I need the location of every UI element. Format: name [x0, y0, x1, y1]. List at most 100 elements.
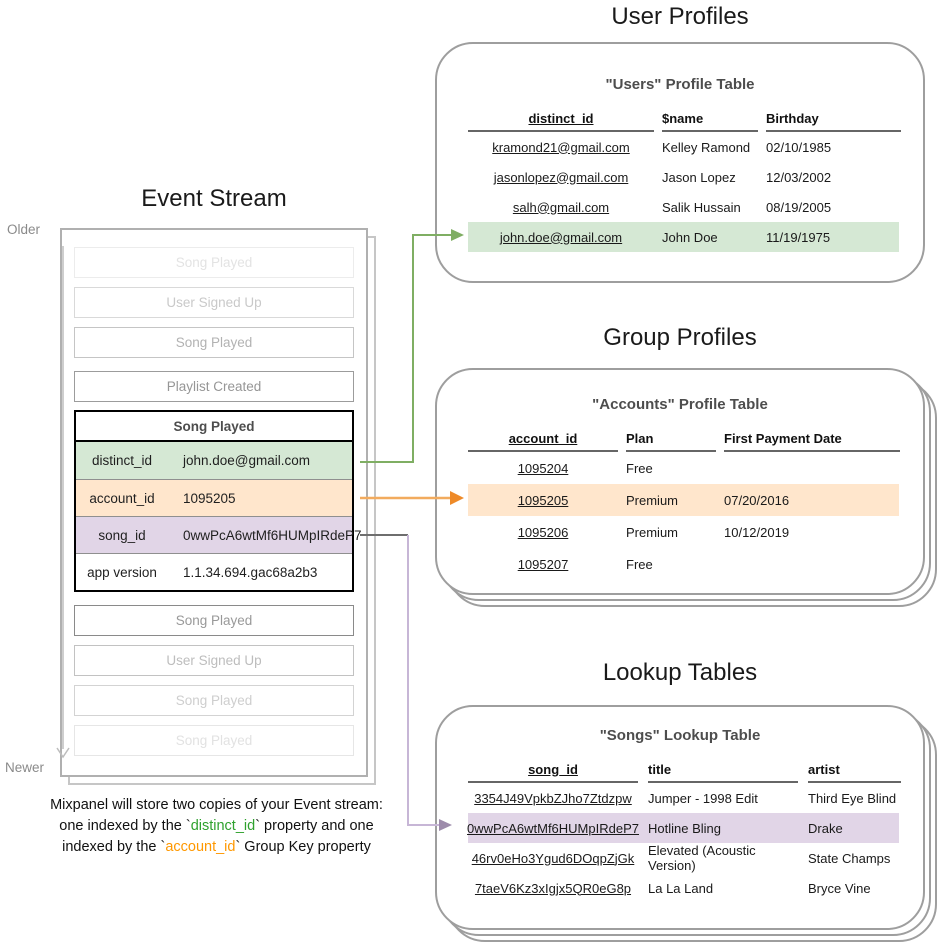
table-cell: 7taeV6Kz3xIgjx5QR0eG8p: [474, 880, 632, 896]
table-cell: 11/19/1975: [766, 229, 831, 245]
property-row-app-version: app version 1.1.34.694.gac68a2b3: [76, 553, 352, 590]
table-row-highlighted: 0wwPcA6wtMf6HUMpIRdeP7 Hotline Bling Dra…: [467, 813, 899, 843]
caption-account-id-key: account_id: [165, 839, 236, 855]
table-cell: Free: [626, 556, 653, 572]
event-stream-title: Event Stream: [141, 185, 287, 212]
table-cell: 07/20/2016: [724, 492, 790, 508]
table-row: 1095207 Free: [468, 548, 899, 580]
user-profiles-title: User Profiles: [611, 3, 749, 30]
event-box: User Signed Up: [74, 645, 354, 676]
property-key: song_id: [98, 527, 146, 543]
table-cell: john.doe@gmail.com: [499, 229, 623, 245]
caption-line-2: one indexed by the `distinct_id` propert…: [59, 818, 374, 834]
table-cell: 1095205: [517, 492, 569, 508]
accounts-table: account_id Plan First Payment Date 10952…: [468, 426, 900, 580]
table-cell: Free: [626, 460, 653, 476]
table-row: jasonlopez@gmail.com Jason Lopez 12/03/2…: [468, 162, 899, 192]
table-cell: 02/10/1985: [766, 139, 832, 155]
property-value: 1095205: [183, 490, 236, 506]
table-cell: Jason Lopez: [662, 169, 736, 185]
table-cell: 08/19/2005: [766, 199, 832, 215]
event-box: Song Played: [74, 327, 354, 358]
accounts-table-title: "Accounts" Profile Table: [592, 396, 768, 413]
event-box: Song Played: [74, 605, 354, 636]
caption-line-3: indexed by the `account_id` Group Key pr…: [62, 839, 371, 855]
songs-table: song_id title artist 3354J49VpkbZJho7Ztd…: [467, 757, 901, 903]
lookup-tables-title: Lookup Tables: [602, 659, 758, 686]
focused-event-table: Song Played distinct_id john.doe@gmail.c…: [74, 410, 362, 592]
table-cell: Drake: [808, 820, 843, 836]
event-box: User Signed Up: [74, 287, 354, 318]
table-row: 1095204 Free: [468, 452, 899, 484]
table-cell: Premium: [626, 492, 679, 508]
table-cell: 1095204: [517, 460, 569, 476]
table-row: 7taeV6Kz3xIgjx5QR0eG8p La La Land Bryce …: [468, 873, 899, 903]
table-header-row: account_id Plan First Payment Date: [468, 426, 900, 452]
users-card-panel: "Users" Profile Table distinct_id $name …: [435, 42, 925, 283]
table-row: 3354J49VpkbZJho7Ztdzpw Jumper - 1998 Edi…: [468, 783, 899, 813]
event-stream-container: Song Played User Signed Up Song Played P…: [60, 228, 376, 785]
table-cell: Jumper - 1998 Edit: [648, 790, 758, 806]
event-box: Song Played: [74, 725, 354, 756]
caption-line-1: Mixpanel will store two copies of your E…: [50, 797, 383, 813]
table-cell: 0wwPcA6wtMf6HUMpIRdeP7: [467, 820, 639, 836]
songs-lookup-card: "Songs" Lookup Table song_id title artis…: [435, 705, 937, 942]
column-header: title: [648, 757, 798, 783]
column-header: $name: [662, 106, 758, 132]
table-cell: Hotline Bling: [648, 820, 721, 836]
event-box: Song Played: [74, 685, 354, 716]
property-value: 1.1.34.694.gac68a2b3: [183, 564, 318, 580]
table-cell: 3354J49VpkbZJho7Ztdzpw: [474, 790, 632, 806]
property-value: john.doe@gmail.com: [183, 453, 311, 468]
group-profiles-title: Group Profiles: [603, 324, 757, 351]
table-cell: Elevated (Acoustic Version): [648, 843, 756, 873]
property-row-distinct-id: distinct_id john.doe@gmail.com: [76, 442, 352, 479]
table-cell: La La Land: [648, 880, 714, 896]
property-row-account-id: account_id 1095205: [76, 479, 352, 516]
accounts-profile-card: "Accounts" Profile Table account_id Plan…: [435, 368, 937, 607]
property-value: 0wwPcA6wtMf6HUMpIRdeP7: [183, 527, 362, 543]
newer-label: Newer: [5, 760, 45, 775]
table-row: 46rv0eHo3Ygud6DOqpZjGk Elevated (Acousti…: [468, 843, 899, 873]
table-cell: 46rv0eHo3Ygud6DOqpZjGk: [471, 850, 635, 866]
table-row: salh@gmail.com Salik Hussain 08/19/2005: [468, 192, 899, 222]
table-header-row: distinct_id $name Birthday: [468, 106, 901, 132]
table-cell: Premium: [626, 524, 679, 540]
users-table: distinct_id $name Birthday kramond21@gma…: [468, 106, 901, 252]
table-cell: 12/03/2002: [766, 169, 832, 185]
focused-event-title: Song Played: [76, 412, 352, 442]
table-cell: 1095206: [517, 524, 569, 540]
property-key: distinct_id: [91, 453, 153, 468]
users-table-title: "Users" Profile Table: [605, 76, 755, 93]
column-header: song_id: [468, 757, 638, 783]
column-header: Birthday: [766, 106, 901, 132]
table-cell: kramond21@gmail.com: [492, 139, 630, 155]
property-row-song-id: song_id 0wwPcA6wtMf6HUMpIRdeP7: [76, 516, 362, 553]
older-label: Older: [7, 222, 41, 237]
songs-card-panel: "Songs" Lookup Table song_id title artis…: [435, 705, 925, 930]
table-cell: 10/12/2019: [724, 524, 790, 540]
column-header: distinct_id: [468, 106, 654, 132]
table-cell: salh@gmail.com: [512, 199, 610, 215]
column-header: account_id: [468, 426, 618, 452]
songs-table-title: "Songs" Lookup Table: [599, 727, 761, 744]
caption: Mixpanel will store two copies of your E…: [0, 795, 433, 858]
table-row-highlighted: 1095205 Premium 07/20/2016: [468, 484, 899, 516]
table-row-highlighted: john.doe@gmail.com John Doe 11/19/1975: [468, 222, 899, 252]
table-cell: jasonlopez@gmail.com: [493, 169, 629, 185]
column-header: artist: [808, 757, 901, 783]
property-key: account_id: [89, 490, 155, 506]
table-cell: Third Eye Blind: [808, 790, 897, 806]
table-cell: John Doe: [662, 229, 718, 245]
event-stream-panel: Song Played User Signed Up Song Played P…: [60, 228, 368, 777]
accounts-card-panel: "Accounts" Profile Table account_id Plan…: [435, 368, 925, 595]
table-cell: Bryce Vine: [808, 880, 871, 896]
table-cell: 1095207: [517, 556, 569, 572]
table-cell: State Champs: [808, 850, 891, 866]
column-header: Plan: [626, 426, 716, 452]
event-box: Playlist Created: [74, 371, 354, 402]
table-cell: Kelley Ramond: [662, 139, 751, 155]
table-row: kramond21@gmail.com Kelley Ramond 02/10/…: [468, 132, 899, 162]
event-box: Song Played: [74, 247, 354, 278]
caption-distinct-id-key: distinct_id: [190, 818, 256, 834]
